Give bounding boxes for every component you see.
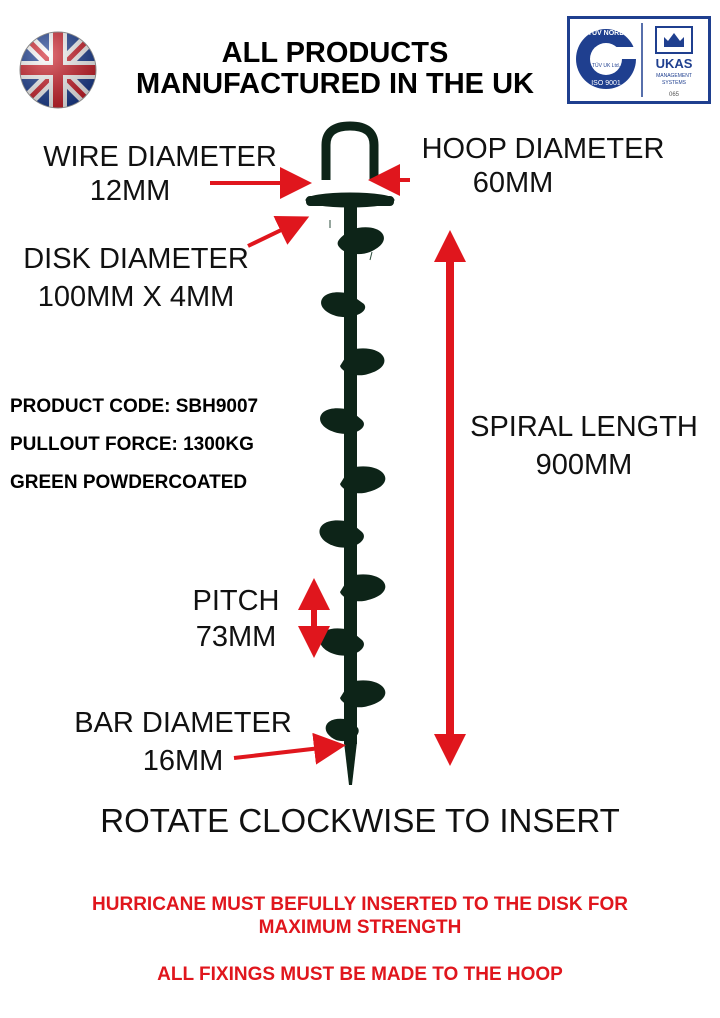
bar-diameter-label: BAR DIAMETER 16MM xyxy=(70,706,296,778)
rotate-instruction: ROTATE CLOCKWISE TO INSERT xyxy=(100,802,620,839)
pullout-force: PULLOUT FORCE: 1300KG xyxy=(10,434,254,455)
spiral-length-label: SPIRAL LENGTH 900MM xyxy=(466,410,702,482)
product-specs: PRODUCT CODE: SBH9007 PULLOUT FORCE: 130… xyxy=(10,388,310,502)
pitch-title: PITCH xyxy=(192,585,280,617)
ukas-sub2: SYSTEMS xyxy=(662,80,687,86)
disk-diameter-arrow xyxy=(247,215,310,248)
finish: GREEN POWDERCOATED xyxy=(10,472,248,493)
product-code: PRODUCT CODE: SBH9007 xyxy=(10,396,259,417)
warning-line-1: HURRICANE MUST BEFULLY INSERTED TO THE D… xyxy=(92,894,628,915)
spiral-length-value: 900MM xyxy=(535,449,633,481)
certification-logo: TÜV NORD ISO 9001 TÜV UK Ltd. UKAS MANAG… xyxy=(567,16,711,104)
header-line-2: MANUFACTURED IN THE UK xyxy=(136,68,534,100)
pitch-label: PITCH 73MM xyxy=(180,584,292,654)
tuv-text: TÜV NORD xyxy=(588,28,625,37)
ukas-number: 065 xyxy=(669,92,680,98)
page-header: ALL PRODUCTS MANUFACTURED IN THE UK xyxy=(110,38,560,100)
bar-diameter-arrow xyxy=(233,732,346,765)
crown-icon xyxy=(664,33,684,47)
fixing-warning: ALL FIXINGS MUST BE MADE TO THE HOOP xyxy=(20,963,700,986)
wire-diameter-title: WIRE DIAMETER xyxy=(43,141,277,173)
disk-diameter-value: 100MM X 4MM xyxy=(37,281,235,313)
ground-anchor-image xyxy=(300,120,420,790)
warning-line-2: MAXIMUM STRENGTH xyxy=(258,917,462,938)
tuv-uk-text: TÜV UK Ltd. xyxy=(592,62,620,69)
iso-text: ISO 9001 xyxy=(591,80,621,87)
bar-diameter-value: 16MM xyxy=(142,745,224,777)
wire-diameter-label: WIRE DIAMETER 12MM xyxy=(40,140,280,208)
hoop-diameter-value: 60MM xyxy=(472,167,554,199)
ukas-sub1: MANAGEMENT xyxy=(656,73,692,79)
spiral-length-title: SPIRAL LENGTH xyxy=(470,411,698,443)
insertion-warning: HURRICANE MUST BEFULLY INSERTED TO THE D… xyxy=(20,893,700,939)
wire-diameter-value: 12MM xyxy=(89,175,171,207)
bar-diameter-title: BAR DIAMETER xyxy=(74,707,292,739)
pitch-value: 73MM xyxy=(195,621,277,653)
disk-diameter-title: DISK DIAMETER xyxy=(23,243,249,275)
hoop-diameter-label: HOOP DIAMETER 60MM xyxy=(416,132,670,200)
ukas-text: UKAS xyxy=(656,56,693,71)
disk-diameter-label: DISK DIAMETER 100MM X 4MM xyxy=(20,242,252,314)
header-line-1: ALL PRODUCTS xyxy=(221,37,449,69)
hoop-diameter-title: HOOP DIAMETER xyxy=(421,133,665,165)
warning-line-3: ALL FIXINGS MUST BE MADE TO THE HOOP xyxy=(157,964,563,985)
uk-flag-icon xyxy=(18,30,98,110)
